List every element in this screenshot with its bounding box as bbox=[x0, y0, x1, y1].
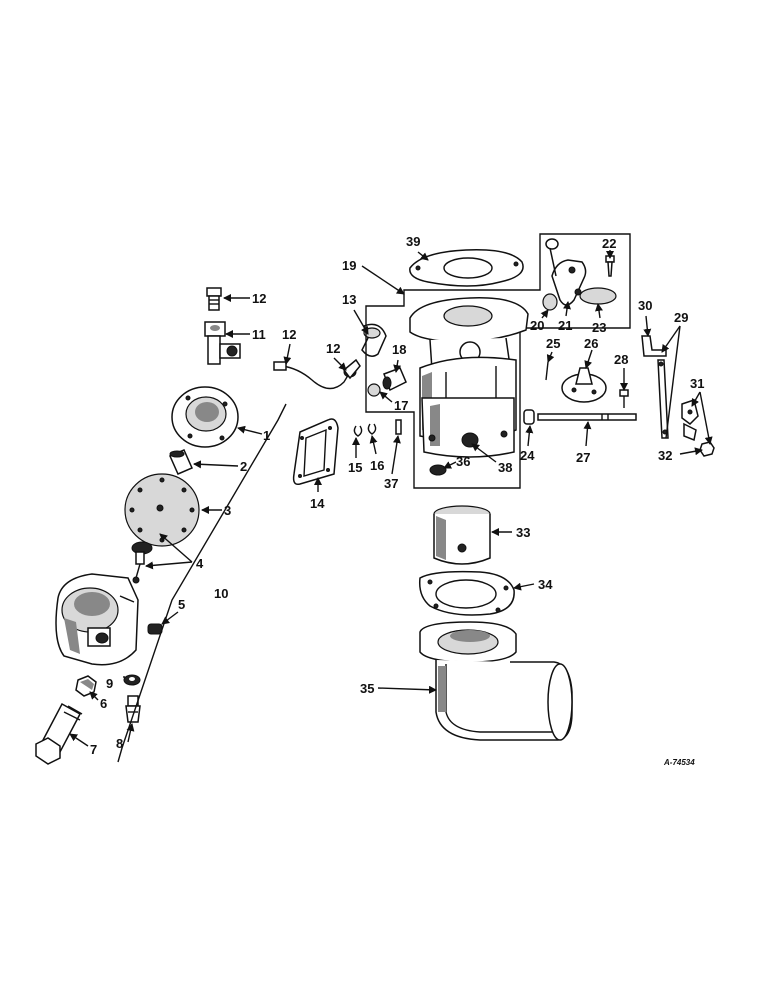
part-18-sleeve bbox=[382, 367, 407, 392]
part-28-screw bbox=[619, 389, 629, 408]
callout-11: 11 bbox=[252, 327, 266, 342]
part-30-bracket bbox=[641, 335, 667, 357]
callout-16: 16 bbox=[370, 458, 384, 473]
pump-housing bbox=[55, 573, 139, 666]
part-27-shaft bbox=[537, 413, 637, 421]
part-16-clip bbox=[367, 423, 377, 435]
callout-14: 14 bbox=[310, 496, 325, 511]
drawing-number: A-74534 bbox=[663, 758, 695, 767]
callout-32: 32 bbox=[658, 448, 672, 463]
callout-10: 10 bbox=[214, 586, 228, 601]
callout-2: 2 bbox=[240, 459, 247, 474]
callout-12-line: 12 bbox=[282, 327, 296, 342]
callout-21: 21 bbox=[558, 318, 572, 333]
callout-33: 33 bbox=[516, 525, 530, 540]
callout-15: 15 bbox=[348, 460, 362, 475]
part-34-gasket bbox=[418, 570, 515, 616]
callout-19: 19 bbox=[342, 258, 356, 273]
part-19-carburetor-body bbox=[409, 297, 529, 458]
callout-3: 3 bbox=[224, 503, 231, 518]
part-26-plate bbox=[561, 367, 607, 403]
part-25-pin bbox=[545, 361, 549, 381]
part-14-gasket bbox=[292, 418, 339, 486]
callout-34: 34 bbox=[538, 577, 553, 592]
part-20-ring bbox=[542, 293, 558, 311]
callout-4: 4 bbox=[196, 556, 204, 571]
part-1-cover bbox=[171, 386, 239, 448]
group-10-bracket bbox=[117, 403, 287, 763]
part-12-fitting-top bbox=[206, 287, 222, 311]
part-24-bushing bbox=[523, 409, 535, 425]
part-12-fuel-line bbox=[273, 358, 361, 390]
callout-35: 35 bbox=[360, 681, 374, 696]
callout-36: 36 bbox=[456, 454, 470, 469]
part-4-valve bbox=[131, 541, 153, 584]
part-11-tee-fitting bbox=[204, 321, 241, 365]
lower-parts-group bbox=[418, 505, 573, 741]
part-6-nut bbox=[75, 675, 97, 697]
callout-9: 9 bbox=[106, 676, 113, 691]
part-5-plug bbox=[147, 623, 163, 635]
part-21-lever bbox=[545, 238, 587, 306]
callout-27: 27 bbox=[576, 450, 590, 465]
part-15-clip bbox=[353, 425, 363, 437]
callout-23: 23 bbox=[592, 320, 606, 335]
part-29-rod bbox=[657, 359, 669, 439]
callout-37: 37 bbox=[384, 476, 398, 491]
callout-13: 13 bbox=[342, 292, 356, 307]
part-33-tube bbox=[433, 505, 491, 565]
part-22-screw bbox=[605, 255, 615, 277]
part-17-ring bbox=[367, 383, 381, 397]
callout-28: 28 bbox=[614, 352, 628, 367]
callout-24: 24 bbox=[520, 448, 535, 463]
part-9-nut bbox=[123, 674, 141, 686]
callout-18: 18 bbox=[392, 342, 406, 357]
part-37-pin bbox=[395, 419, 402, 435]
callout-38: 38 bbox=[498, 460, 512, 475]
callout-29: 29 bbox=[674, 310, 688, 325]
callout-26: 26 bbox=[584, 336, 598, 351]
part-23-disc bbox=[579, 287, 617, 305]
part-2-sleeve bbox=[169, 449, 193, 475]
callout-31: 31 bbox=[690, 376, 704, 391]
callout-20: 20 bbox=[530, 318, 544, 333]
part-7-bolt bbox=[35, 702, 83, 765]
callout-30: 30 bbox=[638, 298, 652, 313]
callout-12-top: 12 bbox=[252, 291, 266, 306]
callout-5: 5 bbox=[178, 597, 185, 612]
part-39-gasket bbox=[409, 249, 524, 287]
callout-12-mid: 12 bbox=[326, 341, 340, 356]
callout-25: 25 bbox=[546, 336, 560, 351]
callout-6: 6 bbox=[100, 696, 107, 711]
part-31-clip bbox=[681, 399, 699, 442]
callout-39: 39 bbox=[406, 234, 420, 249]
callout-17: 17 bbox=[394, 398, 408, 413]
callout-8: 8 bbox=[116, 736, 123, 751]
callout-1: 1 bbox=[263, 428, 270, 443]
left-parts-group bbox=[35, 287, 287, 765]
callout-7: 7 bbox=[90, 742, 97, 757]
part-32-nut bbox=[699, 441, 715, 457]
leader-lines bbox=[69, 250, 713, 747]
part-3-diaphragm bbox=[124, 473, 200, 547]
part-35-elbow bbox=[419, 621, 573, 741]
callout-labels: 1 2 3 4 5 6 7 8 9 10 11 12 12 12 13 14 1… bbox=[90, 234, 704, 757]
part-36-plug bbox=[429, 464, 447, 476]
middle-parts-group bbox=[273, 233, 715, 489]
callout-22: 22 bbox=[602, 236, 616, 251]
carburetor-group-outline bbox=[365, 233, 631, 489]
